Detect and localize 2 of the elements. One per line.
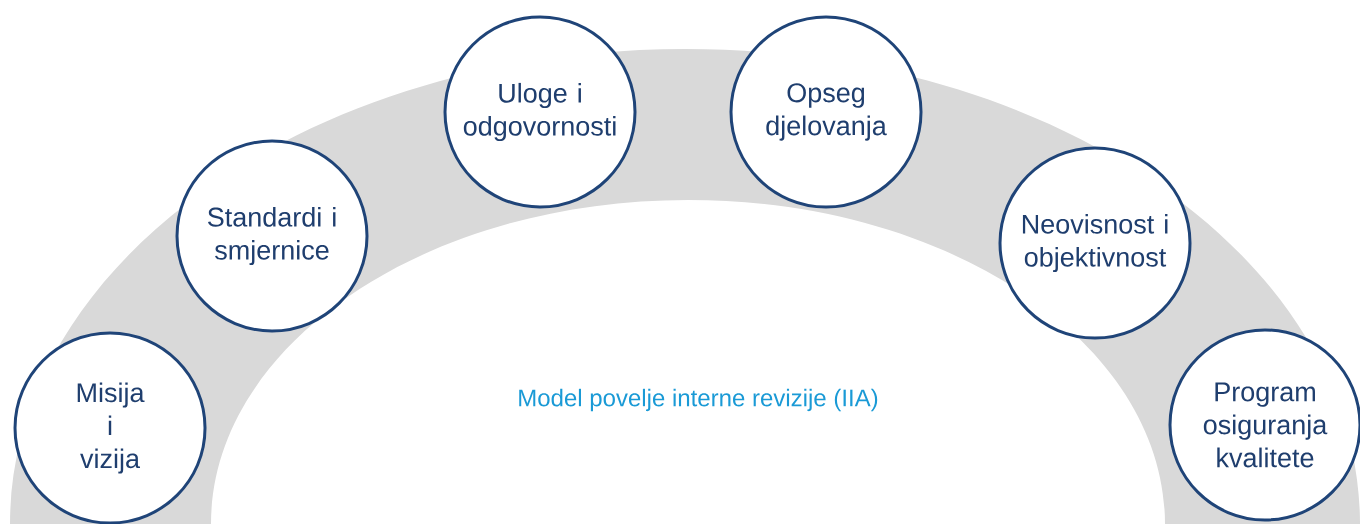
center-caption: Model povelje interne revizije (IIA)	[519, 388, 878, 412]
node-label: Misija i vizija	[77, 382, 145, 474]
